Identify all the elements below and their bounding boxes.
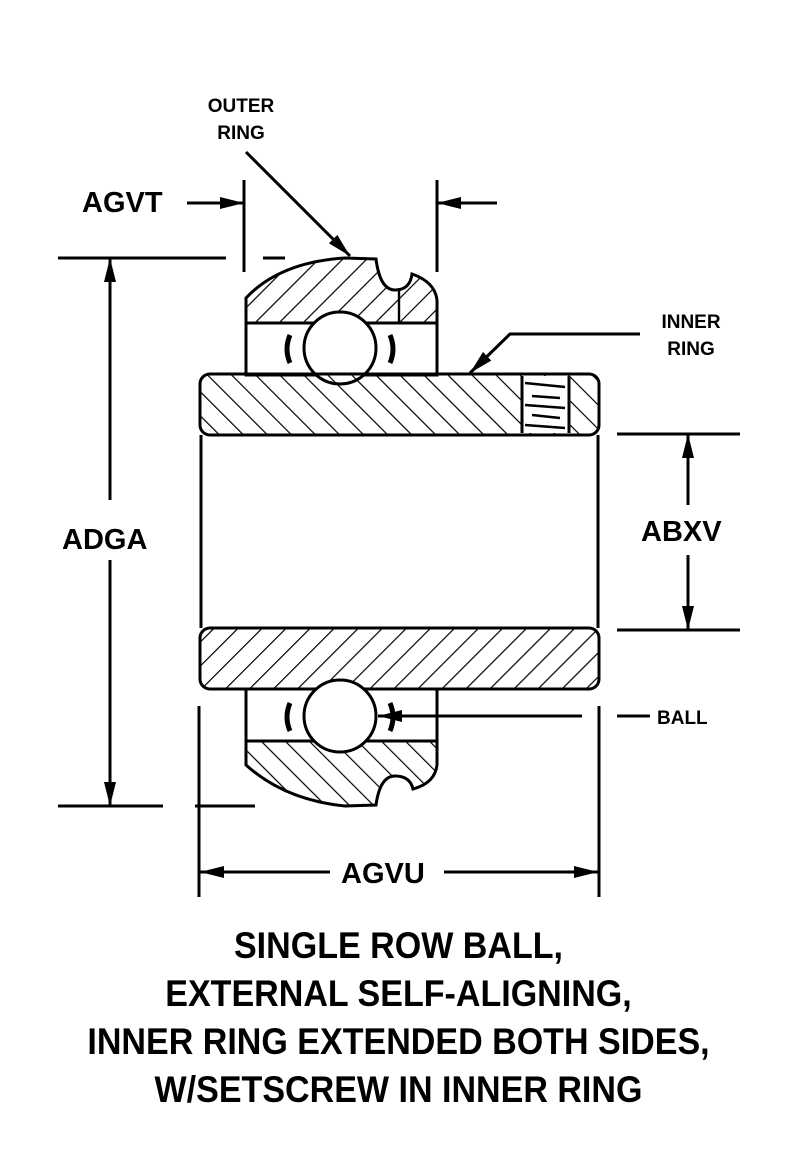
label-agvu: AGVU <box>341 858 425 890</box>
inner-ring-leader <box>468 332 640 375</box>
retainer-left-lower <box>284 702 293 732</box>
dimension-agvu <box>197 706 601 897</box>
retainer-left-upper <box>284 334 293 364</box>
label-outer-ring-line1: OUTER <box>208 96 275 117</box>
caption: SINGLE ROW BALL, EXTERNAL SELF-ALIGNING,… <box>32 922 765 1114</box>
retainer-right-upper <box>387 334 396 364</box>
label-adga: ADGA <box>62 524 147 556</box>
label-agvt: AGVT <box>82 187 163 219</box>
label-inner-ring-line2: RING <box>667 339 715 360</box>
label-ball: BALL <box>657 708 708 729</box>
caption-line: W/SETSCREW IN INNER RING <box>154 1069 643 1110</box>
inner-ring-lower <box>198 626 601 691</box>
inner-ring-upper <box>198 372 601 437</box>
label-outer-ring-line2: RING <box>217 123 265 144</box>
dimension-adga <box>58 256 285 808</box>
outer-ring-leader <box>244 150 352 258</box>
setscrew <box>524 381 566 430</box>
dimension-abxv <box>617 432 740 632</box>
ball-lower <box>302 678 378 754</box>
dimension-agvt <box>187 180 497 272</box>
caption-line: INNER RING EXTENDED BOTH SIDES, <box>87 1021 710 1062</box>
label-abxv: ABXV <box>641 516 722 548</box>
caption-line: EXTERNAL SELF-ALIGNING, <box>165 973 632 1014</box>
caption-line: SINGLE ROW BALL, <box>233 925 564 966</box>
label-inner-ring-line1: INNER <box>661 312 720 333</box>
